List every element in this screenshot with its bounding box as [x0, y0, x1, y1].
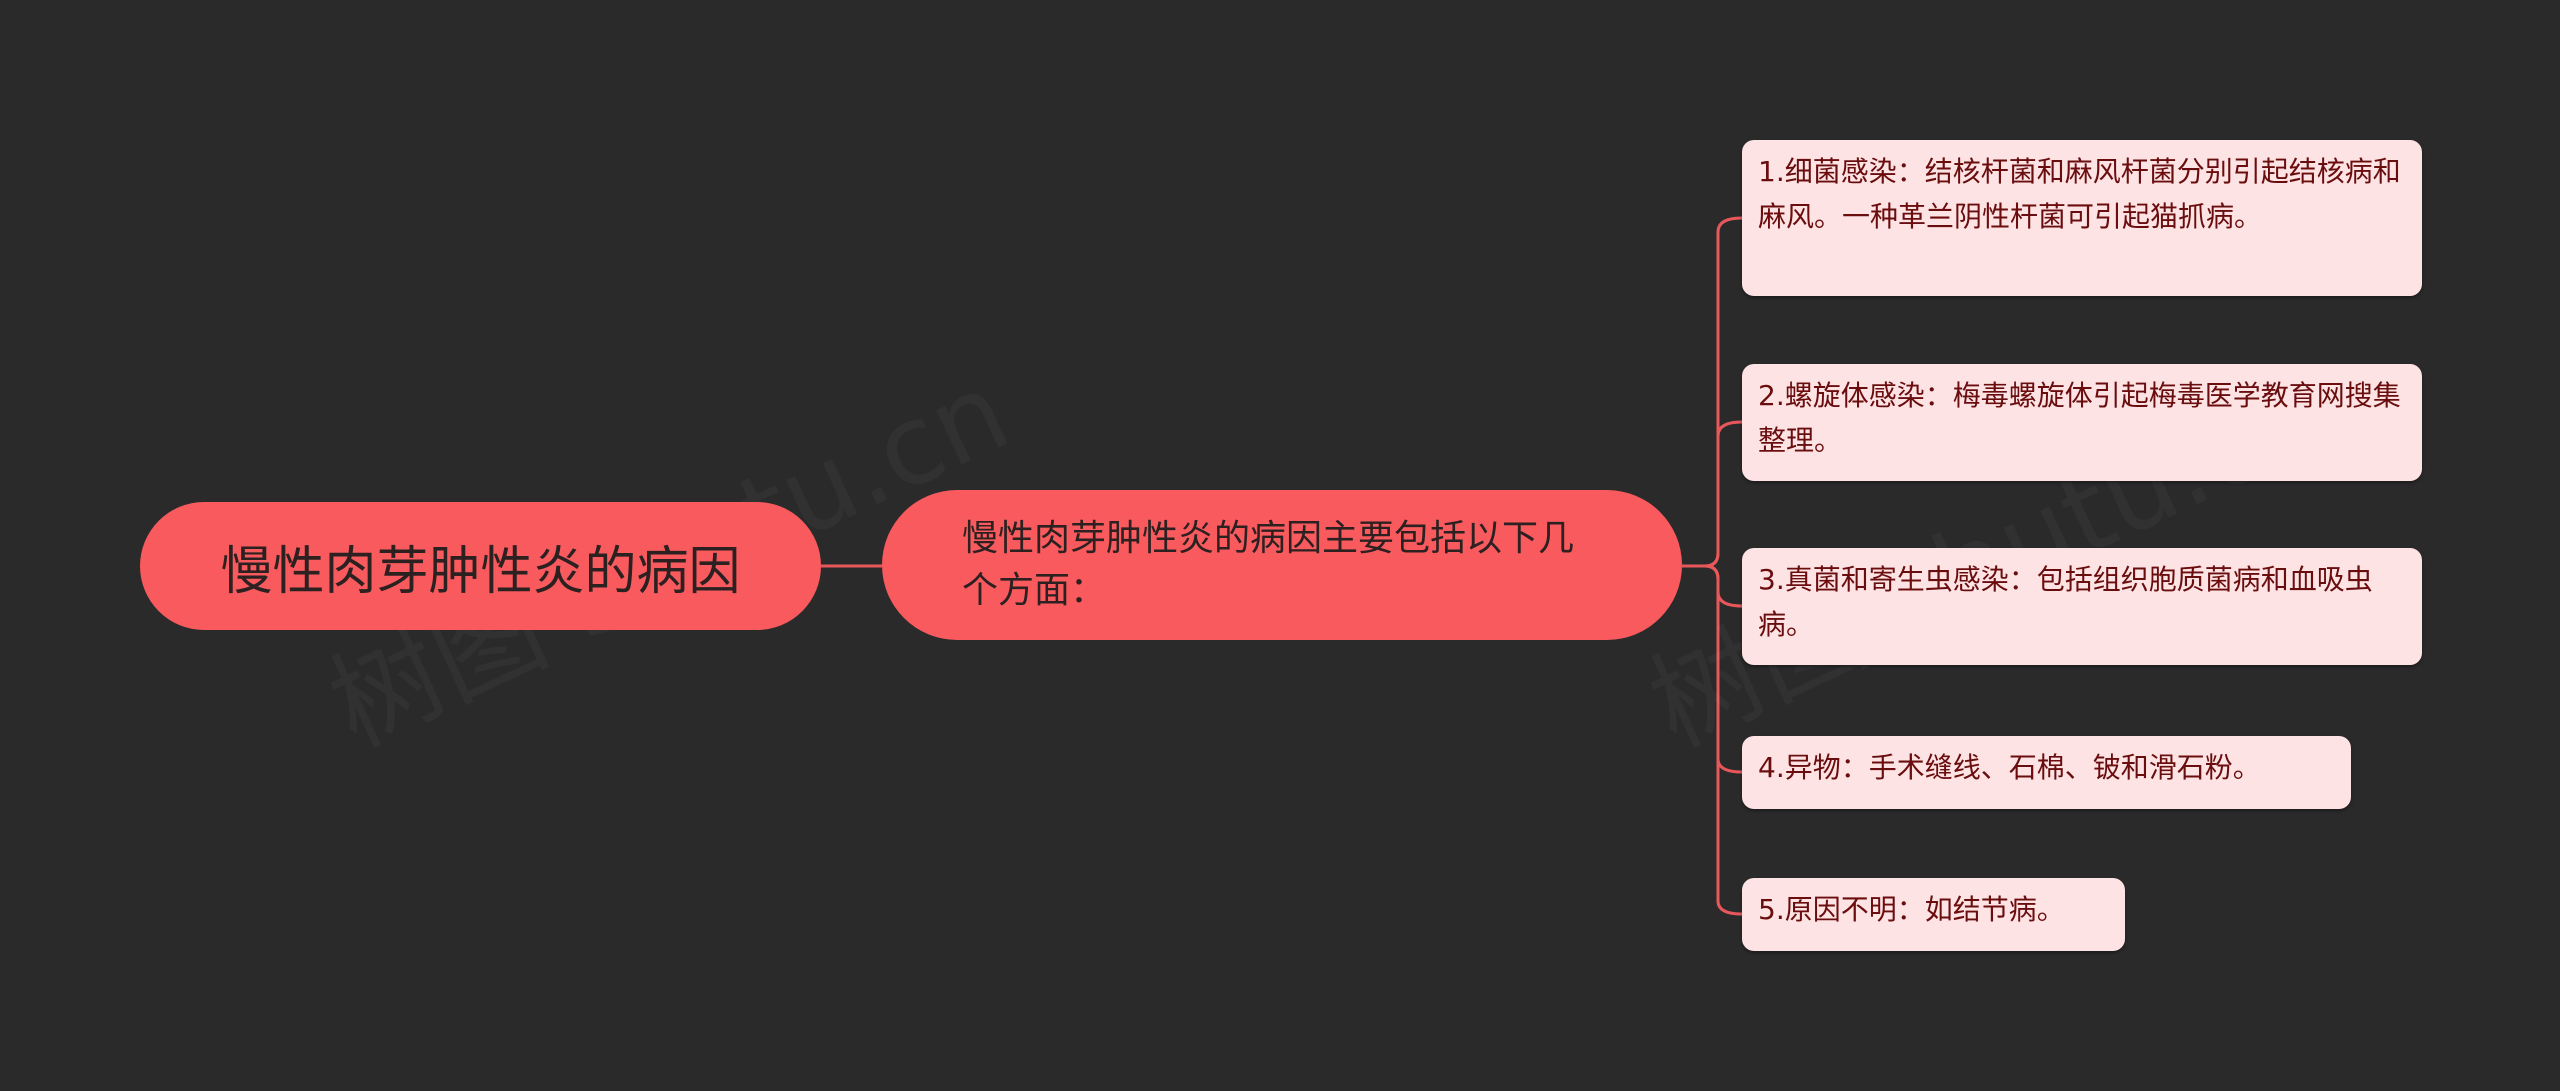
connector-main-leaf-3	[1704, 564, 1743, 608]
subtopic-node-4[interactable]: 4.异物：手术缝线、石棉、铍和滑石粉。	[1742, 736, 2351, 809]
root-node[interactable]: 慢性肉芽肿性炎的病因	[140, 502, 821, 630]
connector-main-leaf-2	[1704, 420, 1743, 568]
subtopic-node-3[interactable]: 3.真菌和寄生虫感染：包括组织胞质菌病和血吸虫病。	[1742, 548, 2422, 665]
subtopic-node-2[interactable]: 2.螺旋体感染：梅毒螺旋体引起梅毒医学教育网搜集整理。	[1742, 364, 2422, 481]
main-topic-node[interactable]: 慢性肉芽肿性炎的病因主要包括以下几个方面：	[882, 490, 1682, 640]
root-node-label: 慢性肉芽肿性炎的病因	[220, 541, 741, 602]
subtopic-label: 5.原因不明：如结节病。	[1758, 893, 2065, 926]
connector-main-leaf-4	[1704, 564, 1743, 774]
subtopic-label: 1.细菌感染：结核杆菌和麻风杆菌分别引起结核病和麻风。一种革兰阴性杆菌可引起猫抓…	[1758, 155, 2401, 233]
subtopic-label: 2.螺旋体感染：梅毒螺旋体引起梅毒医学教育网搜集整理。	[1758, 379, 2401, 457]
subtopic-label: 4.异物：手术缝线、石棉、铍和滑石粉。	[1758, 751, 2261, 784]
main-topic-label: 慢性肉芽肿性炎的病因主要包括以下几个方面：	[962, 518, 1575, 611]
subtopic-label: 3.真菌和寄生虫感染：包括组织胞质菌病和血吸虫病。	[1758, 563, 2373, 641]
connector-main-leaf-1	[1682, 216, 1743, 568]
connector-main-leaf-5	[1704, 564, 1743, 916]
subtopic-node-1[interactable]: 1.细菌感染：结核杆菌和麻风杆菌分别引起结核病和麻风。一种革兰阴性杆菌可引起猫抓…	[1742, 140, 2422, 296]
subtopic-node-5[interactable]: 5.原因不明：如结节病。	[1742, 878, 2125, 951]
